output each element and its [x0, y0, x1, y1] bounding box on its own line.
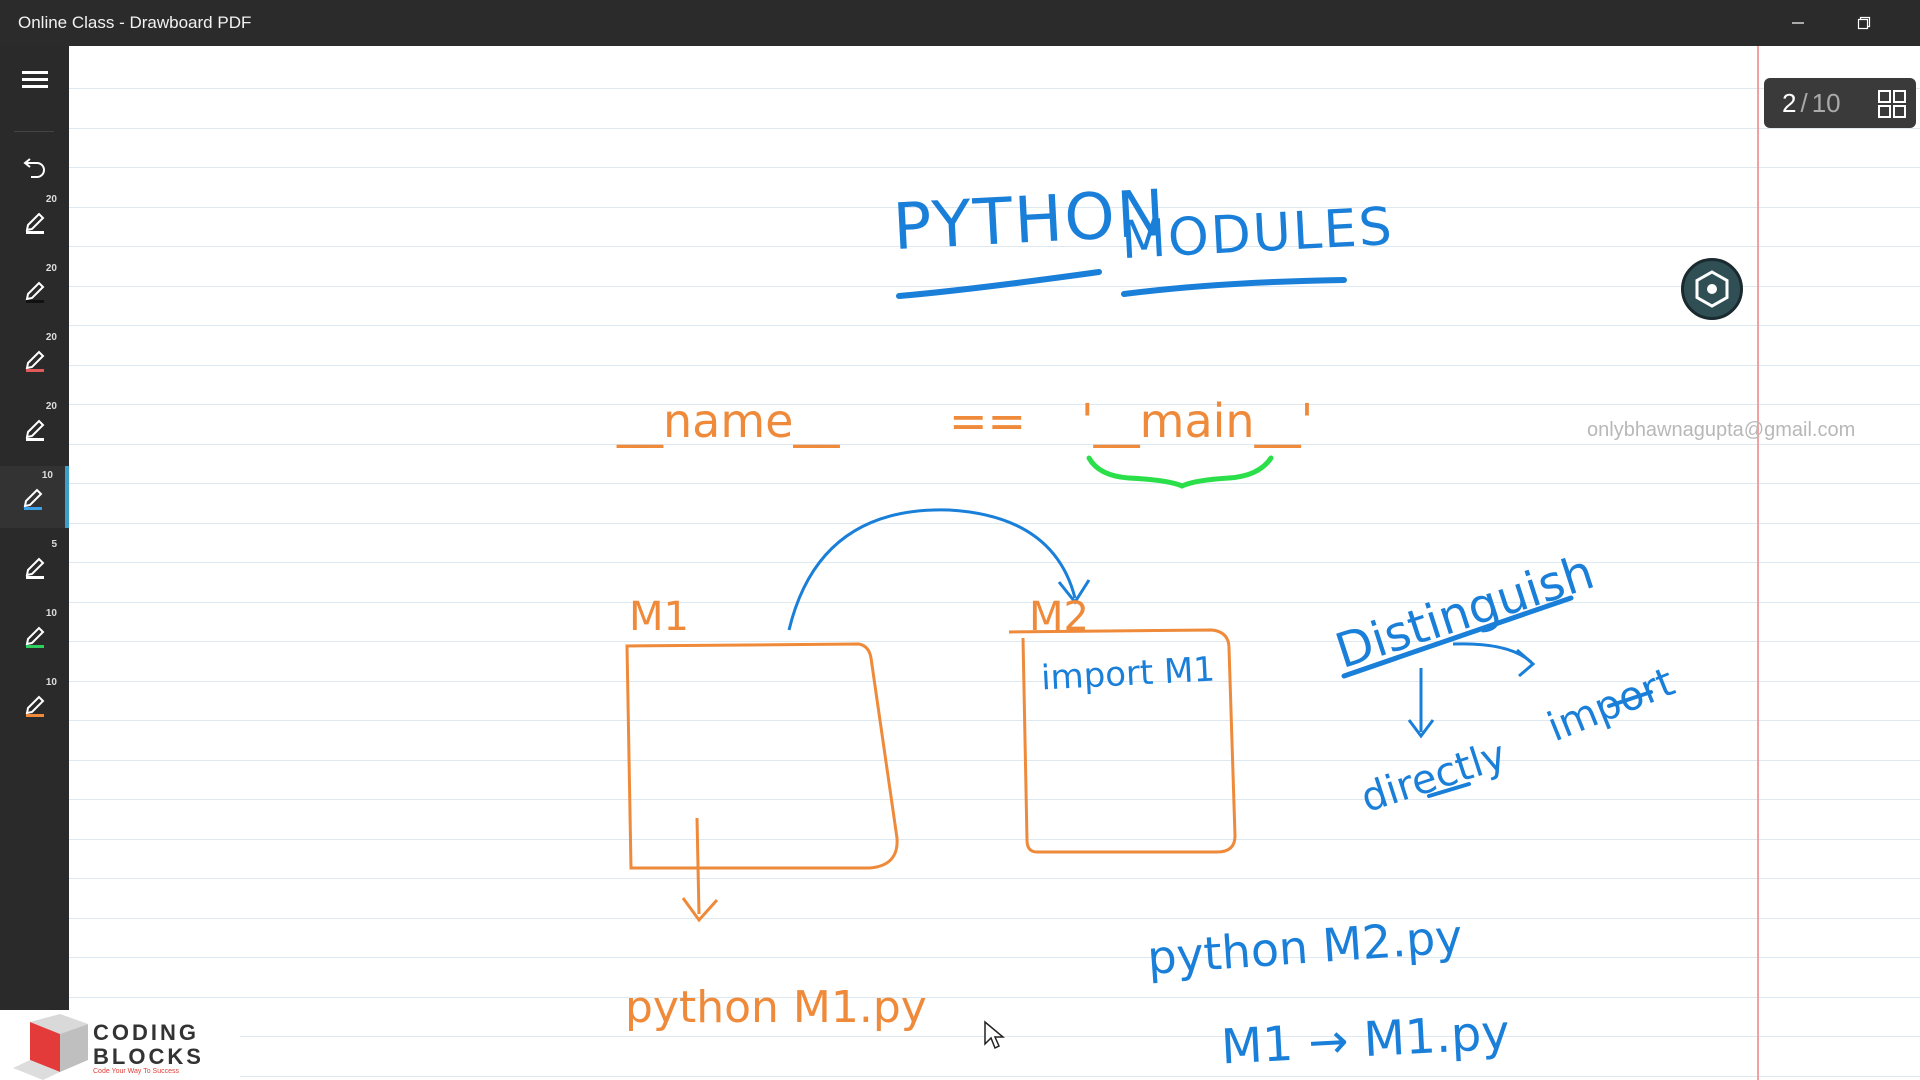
equals-sign: ==: [949, 394, 1027, 448]
pen-size-label: 10: [45, 608, 57, 619]
pen-icon: [25, 281, 44, 303]
import-side-arrow-head: [1516, 648, 1536, 678]
logo-line2: BLOCKS: [93, 1044, 204, 1069]
pen-size-label: 20: [45, 263, 57, 274]
rule-line: [69, 839, 1920, 840]
pen-icon: [25, 212, 44, 234]
rule-line: [69, 760, 1920, 761]
green-brace: [1086, 455, 1274, 489]
pen-icon: [25, 626, 44, 648]
pen-tool-3-button[interactable]: 20: [0, 328, 69, 390]
box-m2-label: M2: [1029, 594, 1089, 640]
margin-line: [1757, 46, 1759, 1080]
page-counter[interactable]: 2 / 10: [1764, 78, 1916, 128]
undo-icon: [22, 158, 45, 178]
m1-run-arrow-head: [681, 897, 719, 923]
box-m1: [625, 642, 899, 870]
pen-tool-5-button[interactable]: 10: [0, 466, 69, 528]
distinguish-underline: [1341, 595, 1574, 679]
rule-line: [69, 88, 1920, 89]
box-m1-label: M1: [629, 594, 689, 640]
rule-line: [69, 444, 1920, 445]
import-arrow-head: [1057, 579, 1091, 605]
directly-arrow-head: [1407, 719, 1435, 739]
box-m2: [1008, 628, 1237, 854]
page-total: 10: [1811, 87, 1841, 118]
pen-tool-4-button[interactable]: 20: [0, 397, 69, 459]
watermark-text: onlybhawnagupta@gmail.com: [1587, 419, 1856, 441]
rule-line: [69, 483, 1920, 484]
sidebar-divider: [14, 131, 54, 132]
name-expression: __name__: [617, 394, 840, 448]
rule-line: [69, 720, 1920, 721]
rule-line: [69, 641, 1920, 642]
undo-button[interactable]: [0, 135, 69, 197]
rule-line: [69, 562, 1920, 563]
rule-line: [69, 1076, 1920, 1077]
pen-size-label: 20: [45, 401, 57, 412]
cube-logo-icon: [13, 1014, 88, 1080]
pen-tool-7-button[interactable]: 10: [0, 604, 69, 666]
rule-line: [69, 799, 1920, 800]
pen-tool-8-button[interactable]: 10: [0, 673, 69, 735]
mouse-cursor-icon: [984, 1020, 1005, 1050]
title-bar: Online Class - Drawboard PDF: [0, 0, 1920, 46]
hamburger-menu-icon: [21, 71, 48, 88]
restore-button[interactable]: [1836, 0, 1892, 46]
pen-icon: [25, 695, 44, 717]
minimize-icon: [1792, 22, 1804, 24]
tool-sidebar: 20 20 20 20 10 5 10 10: [0, 46, 69, 1010]
rule-line: [69, 681, 1920, 682]
directly-underline: [1427, 782, 1471, 798]
rule-line: [69, 957, 1920, 958]
heading-underline-1: [896, 269, 1102, 299]
pen-size-label: 10: [45, 677, 57, 688]
rule-line: [69, 167, 1920, 168]
rule-line: [69, 404, 1920, 405]
pen-tool-1-button[interactable]: 20: [0, 190, 69, 252]
run-command-m1: python M1.py: [625, 982, 927, 1033]
window-title: Online Class - Drawboard PDF: [18, 13, 252, 32]
pen-tool-2-button[interactable]: 20: [0, 259, 69, 321]
pen-size-label: 5: [51, 539, 57, 550]
hexagon-settings-icon: [1695, 270, 1729, 308]
rule-line: [69, 997, 1920, 998]
page-separator: /: [1800, 87, 1808, 118]
restore-icon: [1857, 16, 1871, 30]
rule-line: [69, 207, 1920, 208]
coding-blocks-logo: [0, 1010, 240, 1080]
rule-line: [69, 365, 1920, 366]
page-current: 2: [1782, 87, 1797, 118]
page-grid-icon[interactable]: [1876, 88, 1908, 120]
rule-line: [69, 128, 1920, 129]
rule-line: [69, 602, 1920, 603]
hamburger-menu-button[interactable]: [0, 48, 69, 110]
pen-icon: [23, 488, 42, 510]
pdf-page-canvas[interactable]: PYTHON MODULES __name__ == '__main__' M1…: [69, 46, 1920, 1080]
pen-icon: [25, 350, 44, 372]
floating-tool-button[interactable]: [1681, 258, 1743, 320]
rule-line: [69, 918, 1920, 919]
handwritten-notes: [625, 269, 1653, 923]
pen-size-label: 10: [41, 470, 53, 481]
minimize-button[interactable]: [1770, 0, 1826, 46]
logo-line1: CODING: [93, 1020, 199, 1045]
m1-run-arrow: [695, 817, 701, 915]
pen-size-label: 20: [45, 194, 57, 205]
heading-underline-2: [1121, 277, 1347, 297]
import-arrow: [787, 508, 1077, 631]
import-underline: [1607, 690, 1653, 708]
rule-line: [69, 246, 1920, 247]
main-string: '__main__': [1081, 394, 1314, 448]
pen-icon: [25, 419, 44, 441]
rule-line: [69, 523, 1920, 524]
rule-line: [69, 325, 1920, 326]
logo-tagline: Code Your Way To Success: [93, 1068, 179, 1075]
pen-icon: [25, 557, 44, 579]
rule-line: [69, 878, 1920, 879]
pen-size-label: 20: [45, 332, 57, 343]
pen-tool-6-button[interactable]: 5: [0, 535, 69, 597]
